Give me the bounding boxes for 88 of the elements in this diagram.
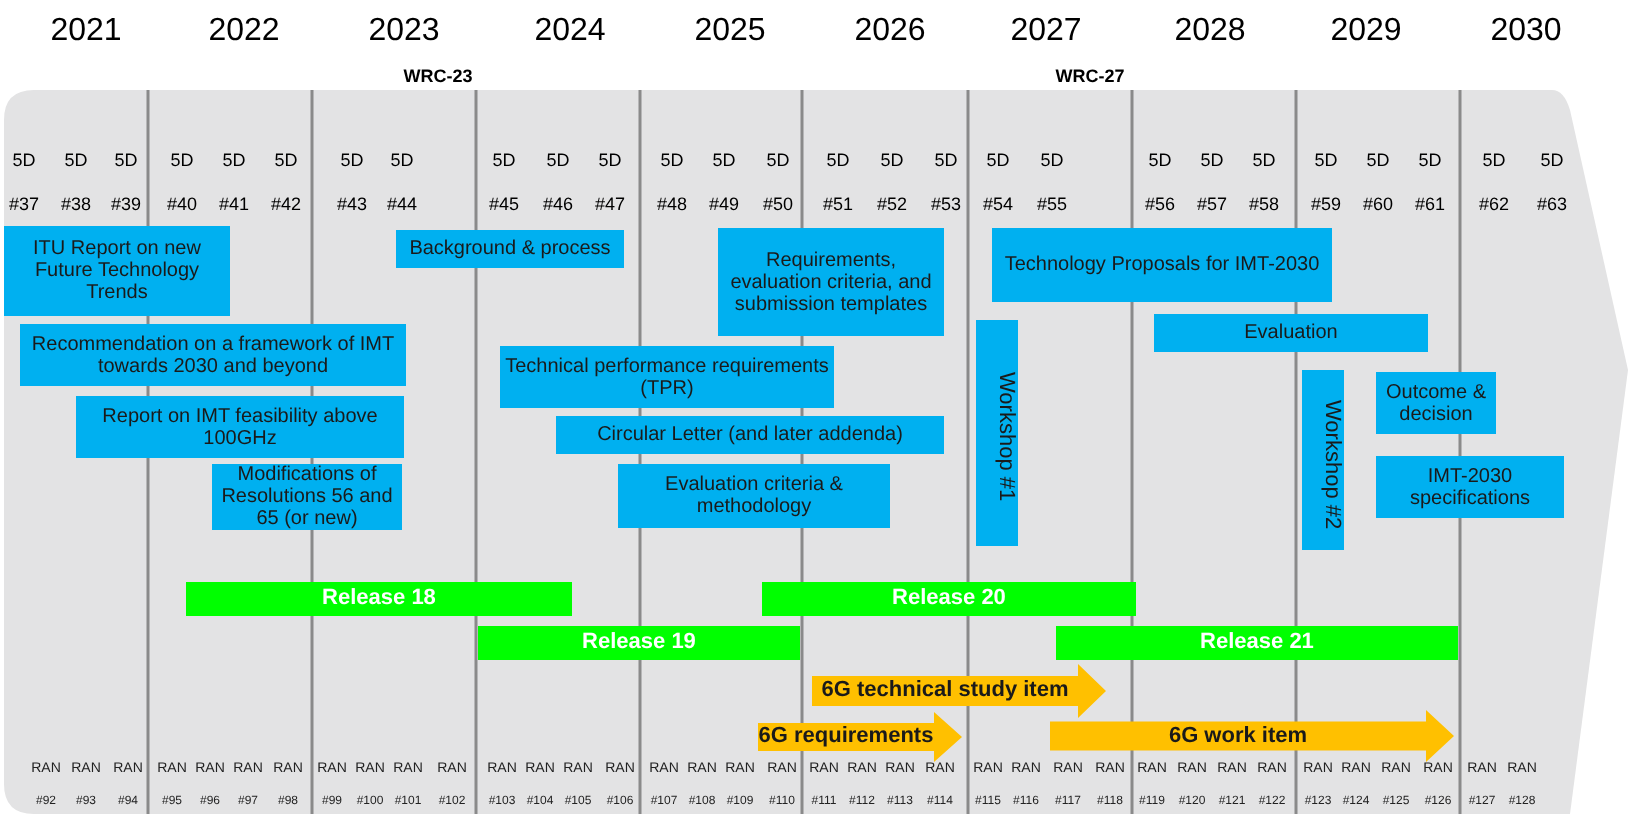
meeting-number: #53 (930, 194, 962, 216)
year-label: 2027 (1010, 12, 1082, 52)
process-box: Evaluation (1154, 314, 1428, 352)
process-box: Technical performance requirements (TPR) (500, 346, 834, 408)
group-label: 5D (1040, 150, 1064, 172)
meeting-number: #52 (876, 194, 908, 216)
meeting-number: #56 (1144, 194, 1176, 216)
year-label: 2022 (208, 12, 280, 52)
group-label: 5D (766, 150, 790, 172)
meeting-number: #63 (1536, 194, 1568, 216)
group-label: 5D (1366, 150, 1390, 172)
group-label: 5D (390, 150, 414, 172)
release-bar: Release 20 (762, 582, 1136, 616)
meeting-number: #43 (336, 194, 368, 216)
process-box: Modifications of Resolutions 56 and 65 (or new) (212, 464, 402, 530)
group-label: 5D (1482, 150, 1506, 172)
meeting-number: #59 (1310, 194, 1342, 216)
meeting-number: #45 (488, 194, 520, 216)
group-label: 5D (826, 150, 850, 172)
meeting-number: #61 (1414, 194, 1446, 216)
year-label: 2023 (368, 12, 440, 52)
meeting-number: #50 (762, 194, 794, 216)
year-label: 2025 (694, 12, 766, 52)
meeting-number: #38 (60, 194, 92, 216)
group-label: 5D (114, 150, 138, 172)
meeting-number: #62 (1478, 194, 1510, 216)
group-label: 5D (170, 150, 194, 172)
process-box: Background & process (396, 230, 624, 268)
group-label: 5D (340, 150, 364, 172)
meeting-number: #48 (656, 194, 688, 216)
meeting-number: #60 (1362, 194, 1394, 216)
meeting-number: #54 (982, 194, 1014, 216)
meeting-number: #51 (822, 194, 854, 216)
group-label: 5D (1200, 150, 1224, 172)
process-box: IMT-2030 specifications (1376, 456, 1564, 518)
process-box: Workshop #1 (976, 320, 1018, 546)
activity-banner: 6G requirements (758, 712, 962, 762)
meeting-number: #44 (386, 194, 418, 216)
group-label: 5D (12, 150, 36, 172)
year-label: 2021 (50, 12, 122, 52)
group-label: 5D (598, 150, 622, 172)
group-label: 5D (1540, 150, 1564, 172)
process-box: Technology Proposals for IMT-2030 (992, 228, 1332, 302)
meeting-number: #49 (708, 194, 740, 216)
meeting-number: #46 (542, 194, 574, 216)
year-label: 2029 (1330, 12, 1402, 52)
group-label: 5D (546, 150, 570, 172)
group-label: 5D (274, 150, 298, 172)
conference-label: WRC-23 (403, 64, 473, 90)
process-box: Report on IMT feasibility above 100GHz (76, 396, 404, 458)
process-box: Outcome & decision (1376, 372, 1496, 434)
year-label: 2024 (534, 12, 606, 52)
process-box: Workshop #2 (1302, 370, 1344, 550)
release-bar: Release 18 (186, 582, 572, 616)
meeting-number: #37 (8, 194, 40, 216)
release-bar: Release 21 (1056, 626, 1458, 660)
meeting-number: #57 (1196, 194, 1228, 216)
process-box: Requirements, evaluation criteria, and submission templates (718, 228, 944, 336)
conference-label: WRC-27 (1055, 64, 1125, 90)
process-box: Circular Letter (and later addenda) (556, 416, 944, 454)
group-label: 5D (222, 150, 246, 172)
group-label: 5D (492, 150, 516, 172)
group-label: 5D (712, 150, 736, 172)
process-box: ITU Report on new Future Technology Trends (4, 226, 230, 316)
process-box: Evaluation criteria & methodology (618, 464, 890, 528)
activity-banner: 6G technical study item (812, 664, 1106, 718)
group-label: 5D (880, 150, 904, 172)
group-label: 5D (986, 150, 1010, 172)
group-label: 5D (64, 150, 88, 172)
group-label: 5D (1314, 150, 1338, 172)
meeting-number: #58 (1248, 194, 1280, 216)
meeting-number: #40 (166, 194, 198, 216)
year-label: 2028 (1174, 12, 1246, 52)
meeting-number: #41 (218, 194, 250, 216)
group-label: 5D (1418, 150, 1442, 172)
meeting-number: #42 (270, 194, 302, 216)
activity-banner: 6G work item (1050, 710, 1454, 762)
year-label: 2030 (1490, 12, 1562, 52)
process-box: Recommendation on a framework of IMT towards 2030 and beyond (20, 324, 406, 386)
year-label: 2026 (854, 12, 926, 52)
release-bar: Release 19 (478, 626, 800, 660)
group-label: 5D (934, 150, 958, 172)
meeting-number: #39 (110, 194, 142, 216)
group-label: 5D (1252, 150, 1276, 172)
meeting-number: #55 (1036, 194, 1068, 216)
group-label: 5D (1148, 150, 1172, 172)
meeting-number: #47 (594, 194, 626, 216)
group-label: 5D (660, 150, 684, 172)
